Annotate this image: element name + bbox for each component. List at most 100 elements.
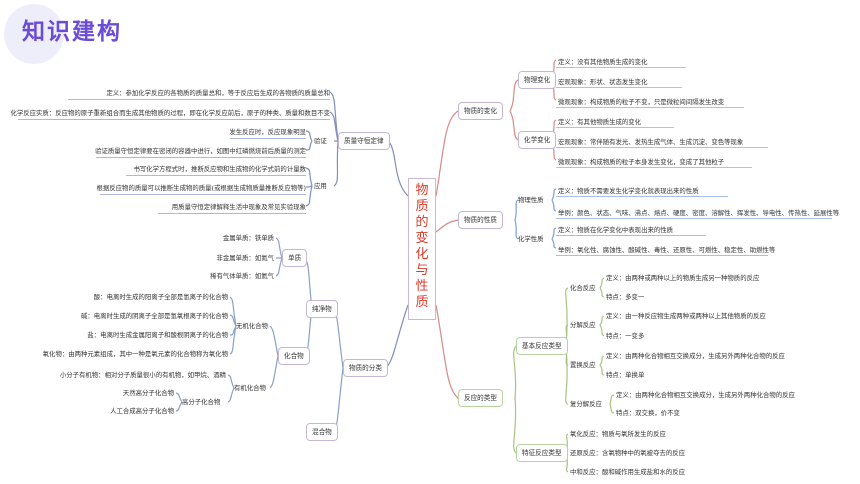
macromolecule-item: 人工合成高分子化合物 bbox=[110, 407, 174, 415]
topic-classify[interactable]: 物质的分类 bbox=[343, 359, 388, 377]
topic-chemical-property[interactable]: 化学性质 bbox=[518, 235, 544, 243]
macromolecule-item: 天然高分子化合物 bbox=[122, 389, 174, 397]
topic-compound[interactable]: 化合物 bbox=[278, 347, 310, 365]
rule bbox=[556, 196, 728, 197]
connector-conservation-apply bbox=[333, 140, 339, 187]
connector-change-physical bbox=[509, 79, 519, 112]
connector-macro-items bbox=[175, 392, 183, 412]
apply-item: 用质量守恒定律解释生活中现象及常见实验现象 bbox=[171, 203, 306, 211]
element-item: 稀有气体单质：如氦气 bbox=[210, 272, 274, 280]
topic-pure-substance[interactable]: 纯净物 bbox=[306, 300, 338, 318]
verify-item: 发生反应时，反应现象明显 bbox=[229, 128, 306, 136]
reaction-feature: 特点：双交换，价不变 bbox=[616, 409, 680, 417]
rule bbox=[556, 147, 768, 148]
conservation-definition: 定义：参加化学反应的各物质的质量总和，等于反应后生成的各物质的质量总和 bbox=[106, 89, 330, 97]
reaction-definition: 定义：由两种或两种以上的物质生成另一种物质的反应 bbox=[606, 274, 760, 282]
reaction-definition: 定义：由一种反应物生成两种或两种以上其他物质的反应 bbox=[606, 312, 766, 320]
topic-macromolecule[interactable]: 高分子化合物 bbox=[182, 398, 221, 406]
central-topic-char: 质 bbox=[415, 199, 429, 214]
reaction-feature: 特点：多变一 bbox=[606, 293, 645, 301]
connector-inorganic-items bbox=[229, 296, 237, 355]
conservation-verify-label[interactable]: 验证 bbox=[314, 137, 327, 145]
reaction-type-label[interactable]: 复分解反应 bbox=[570, 400, 602, 408]
central-topic[interactable]: 物 质 的 变 化 与 性 质 bbox=[408, 178, 436, 320]
connector-apply-items bbox=[305, 167, 313, 207]
rule bbox=[556, 218, 832, 219]
topic-conservation[interactable]: 质量守恒定律 bbox=[338, 132, 390, 150]
rule bbox=[556, 167, 752, 168]
topic-feature-reaction[interactable]: 特征反应类型 bbox=[516, 444, 568, 462]
rule bbox=[18, 119, 330, 120]
chemical-change-item: 定义：有其他物质生成的变化 bbox=[558, 118, 642, 126]
connector-property-physical bbox=[514, 199, 519, 221]
connector-center-property bbox=[435, 219, 459, 233]
connector-conservation-essence bbox=[329, 111, 339, 142]
rule bbox=[556, 87, 682, 88]
central-topic-char: 物 bbox=[415, 183, 429, 198]
reaction-feature: 特点：单换单 bbox=[606, 371, 645, 379]
connector-center-classify bbox=[385, 304, 409, 369]
topic-inorganic-compound[interactable]: 无机化合物 bbox=[236, 322, 268, 330]
central-topic-char: 的 bbox=[415, 215, 429, 230]
connector-change-chemical bbox=[509, 110, 519, 141]
rule bbox=[556, 67, 686, 68]
topic-physical-property[interactable]: 物理性质 bbox=[518, 196, 544, 204]
inorganic-item: 盐：电离时生成金属阳离子和酸根阴离子的化合物 bbox=[87, 331, 228, 339]
inorganic-item: 酸：电离时生成的阳离子全部是氢离子的化合物 bbox=[93, 293, 228, 301]
connector-compound-inorganic bbox=[269, 325, 279, 357]
chemical-property-item: 举例：氧化性、腐蚀性、酸碱性、毒性、还原性、可燃性、稳定性、助燃性等 bbox=[558, 246, 776, 254]
verify-item: 验证质量守恒定律要在密闭的容器中进行，如图中红磷燃烧前后质量的测定 bbox=[95, 147, 306, 155]
topic-mixture[interactable]: 混合物 bbox=[306, 423, 338, 441]
topic-organic-compound[interactable]: 有机化合物 bbox=[234, 384, 266, 392]
connector-property-chemical bbox=[514, 219, 519, 240]
feature-reaction-item: 中和反应：酸和碱作用生成盐和水的反应 bbox=[570, 468, 686, 476]
reaction-type-label[interactable]: 化合反应 bbox=[570, 284, 596, 292]
element-item: 非金属单质：如氮气 bbox=[216, 254, 274, 262]
connector-prop-chemical-items bbox=[551, 227, 557, 249]
inorganic-item: 氧化物：由两种元素组成，其中一种是氧元素的化合物称为氧化物 bbox=[42, 350, 228, 358]
chemical-property-item: 定义：物质在化学变化中表现出来的性质 bbox=[558, 226, 674, 234]
connector-compound-organic bbox=[269, 355, 279, 389]
topic-change[interactable]: 物质的变化 bbox=[458, 102, 503, 120]
topic-property[interactable]: 物质的性质 bbox=[458, 211, 503, 229]
reaction-definition: 定义：由两种化合物相互交换成分，生成另外两种化合物的反应 bbox=[606, 352, 785, 360]
connector-prop-physical-items bbox=[551, 188, 557, 212]
reaction-feature: 特点：一变多 bbox=[606, 332, 645, 340]
physical-change-item: 微观现象：构成物质的粒子不变，只是微粒间间隔发生改变 bbox=[558, 98, 725, 106]
rule bbox=[230, 138, 306, 139]
reaction-type-label[interactable]: 置换反应 bbox=[570, 361, 596, 369]
rule bbox=[556, 127, 674, 128]
connector-reaction-feature bbox=[513, 397, 517, 454]
connector-groups-items bbox=[599, 277, 615, 414]
topic-element[interactable]: 单质 bbox=[282, 249, 308, 267]
topic-chemical-change[interactable]: 化学变化 bbox=[518, 131, 557, 149]
topic-basic-reaction[interactable]: 基本反应类型 bbox=[516, 337, 568, 355]
rule bbox=[126, 175, 306, 176]
conservation-apply-label[interactable]: 应用 bbox=[314, 182, 327, 190]
page-title: 知识建构 bbox=[22, 19, 122, 45]
connector-basic-groups bbox=[565, 287, 569, 405]
connector-reaction-basic bbox=[513, 345, 517, 399]
central-topic-char: 变 bbox=[415, 231, 429, 246]
connector-center-reaction bbox=[435, 304, 459, 399]
physical-change-item: 宏观现象：形状、状态发生变化 bbox=[558, 78, 648, 86]
central-topic-char: 化 bbox=[415, 247, 429, 262]
feature-reaction-item: 还原反应：含氧物种中的氧被夺去的反应 bbox=[570, 449, 686, 457]
connector-verify-items bbox=[305, 130, 313, 151]
connector-conservation-definition bbox=[329, 91, 339, 142]
rule bbox=[158, 213, 306, 214]
reaction-type-label[interactable]: 分解反应 bbox=[570, 321, 596, 329]
rule bbox=[556, 235, 706, 236]
chemical-change-item: 宏观现象：常伴随有发光、发热生成气体、生成沉淀、变色等现象 bbox=[558, 138, 744, 146]
rule bbox=[556, 107, 744, 108]
rule bbox=[556, 255, 768, 256]
connector-classify-pure bbox=[333, 308, 344, 369]
organic-small-molecule: 小分子有机物：相对分子质量很小的有机物，如甲烷、酒精 bbox=[59, 371, 226, 379]
topic-physical-change[interactable]: 物理变化 bbox=[518, 71, 557, 89]
rule bbox=[96, 157, 306, 158]
topic-reaction[interactable]: 反应的类型 bbox=[458, 389, 503, 407]
reaction-definition: 定义：由两种化合物相互交换成分，生成另外两种化合物的反应 bbox=[616, 391, 795, 399]
feature-reaction-item: 氧化反应：物质与氧所发生的反应 bbox=[570, 430, 666, 438]
central-topic-char: 质 bbox=[415, 295, 429, 310]
